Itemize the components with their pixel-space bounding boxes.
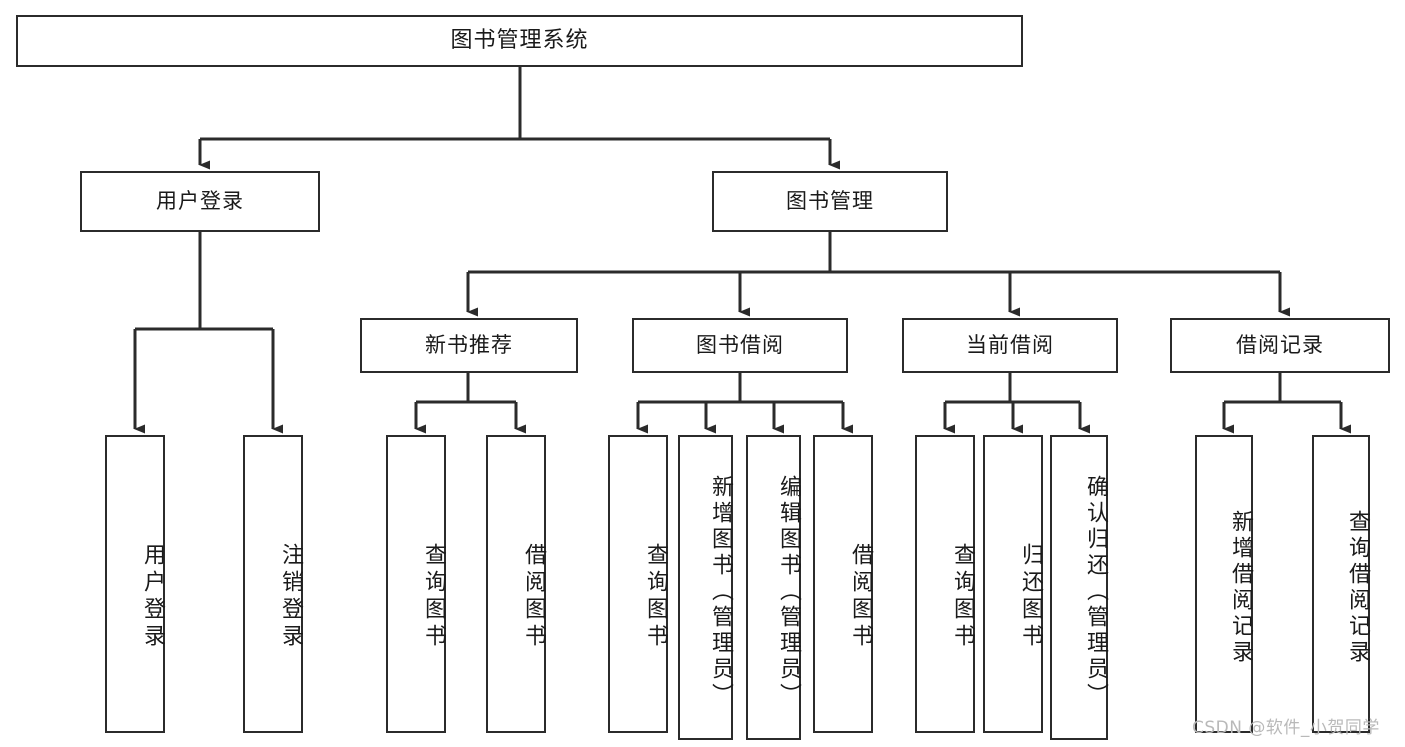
node-leaf-query-book-borrow[interactable]: 查询图书 [608,435,668,733]
node-leaf-add-book-admin[interactable]: 新增图书（管理员） [678,435,733,740]
node-leaf-query-borrow-record[interactable]: 查询借阅记录 [1312,435,1370,733]
node-leaf-edit-book-admin[interactable]: 编辑图书（管理员） [746,435,801,740]
csdn-watermark: CSDN @软件_小贺同学 [1192,718,1380,738]
node-book-management-system[interactable]: 图书管理系统 [16,15,1023,67]
node-leaf-borrow-book-recommend[interactable]: 借阅图书 [486,435,546,733]
node-book-manage[interactable]: 图书管理 [712,171,948,232]
node-leaf-logout-login[interactable]: 注销登录 [243,435,303,733]
node-leaf-borrow-book-borrow[interactable]: 借阅图书 [813,435,873,733]
node-new-book-recommend[interactable]: 新书推荐 [360,318,578,373]
node-leaf-user-login[interactable]: 用户登录 [105,435,165,733]
node-current-borrow[interactable]: 当前借阅 [902,318,1118,373]
node-book-borrow[interactable]: 图书借阅 [632,318,848,373]
node-leaf-confirm-return-admin[interactable]: 确认归还（管理员） [1050,435,1108,740]
node-user-login[interactable]: 用户登录 [80,171,320,232]
node-leaf-query-book-current[interactable]: 查询图书 [915,435,975,733]
node-leaf-return-book[interactable]: 归还图书 [983,435,1043,733]
node-borrow-record[interactable]: 借阅记录 [1170,318,1390,373]
node-leaf-add-borrow-record[interactable]: 新增借阅记录 [1195,435,1253,733]
node-leaf-query-book-recommend[interactable]: 查询图书 [386,435,446,733]
